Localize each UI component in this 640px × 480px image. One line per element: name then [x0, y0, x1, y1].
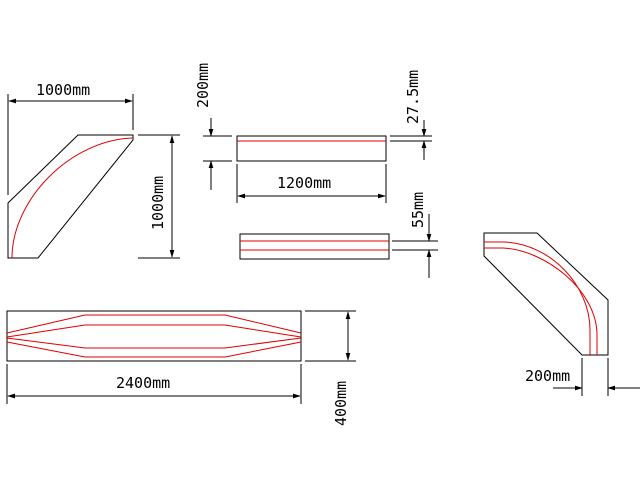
long-track-outer-top: [6, 314, 302, 334]
dim-long-height: 400mm: [305, 310, 356, 426]
dim-straight-medium-gap: 55mm: [392, 192, 438, 278]
long-piece: [6, 310, 302, 362]
straight-piece-short: [236, 135, 387, 162]
dim-label-straight-short-length: 1200mm: [277, 174, 331, 192]
straight-medium-outline: [239, 233, 390, 260]
dim-curve-height: 1000mm: [138, 134, 180, 259]
dim-label-curve-small-width: 200mm: [525, 367, 570, 385]
curve-small-track-inner: [484, 247, 598, 355]
dim-straight-short-height: 200mm: [194, 63, 232, 190]
curve-piece-large: [7, 134, 134, 259]
long-track-inner-top: [6, 324, 302, 338]
dim-label-curve-width: 1000mm: [36, 81, 90, 99]
long-track-inner-bottom: [6, 337, 302, 349]
curve-small-outline: [483, 232, 609, 356]
dim-long-length: 2400mm: [6, 364, 302, 404]
dim-straight-short-length: 1200mm: [236, 164, 387, 203]
dim-label-straight-medium-gap: 55mm: [409, 192, 427, 228]
straight-piece-medium: [239, 233, 390, 260]
dim-curve-small-width: 200mm: [525, 358, 640, 396]
dim-straight-short-offset: 27.5mm: [390, 70, 432, 160]
long-piece-outline: [6, 310, 302, 362]
dim-label-long-length: 2400mm: [116, 374, 170, 392]
curve-small-track-outer: [484, 241, 591, 355]
straight-short-outline: [236, 135, 387, 162]
dim-label-straight-short-offset: 27.5mm: [404, 70, 422, 124]
long-track-outer-bottom: [6, 341, 302, 358]
curve-large-track: [11, 137, 134, 259]
curve-piece-small: [483, 232, 609, 356]
dim-curve-width: 1000mm: [7, 81, 134, 195]
dim-label-straight-short-height: 200mm: [194, 63, 212, 108]
curve-large-outline: [7, 134, 134, 259]
dim-label-curve-height: 1000mm: [149, 176, 167, 230]
dim-label-long-height: 400mm: [332, 381, 350, 426]
